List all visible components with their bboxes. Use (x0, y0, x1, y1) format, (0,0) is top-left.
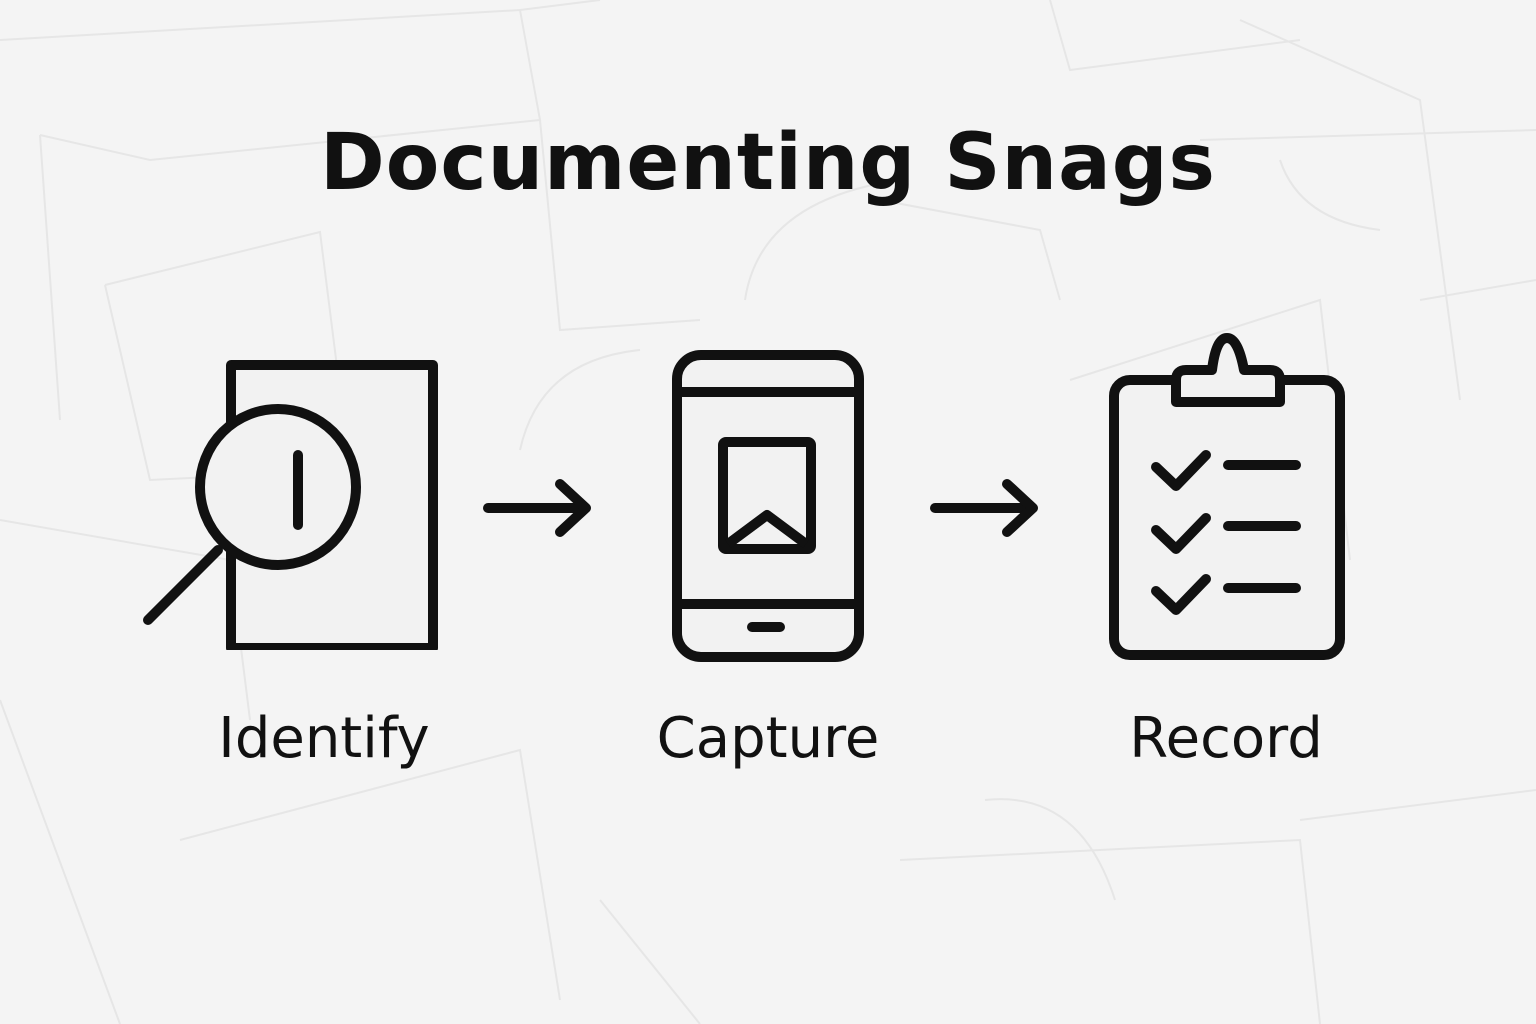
smartphone-photo-icon (672, 350, 864, 662)
arrow-right-icon (930, 479, 1038, 537)
diagram-title: Documenting Snags (320, 118, 1216, 208)
magnifier-document-icon (143, 360, 438, 650)
step-label-capture: Capture (656, 706, 880, 771)
step-label-identify: Identify (218, 706, 430, 771)
clipboard-checklist-icon (1109, 333, 1345, 660)
step-label-record: Record (1129, 706, 1323, 771)
arrow-right-icon (483, 479, 591, 537)
